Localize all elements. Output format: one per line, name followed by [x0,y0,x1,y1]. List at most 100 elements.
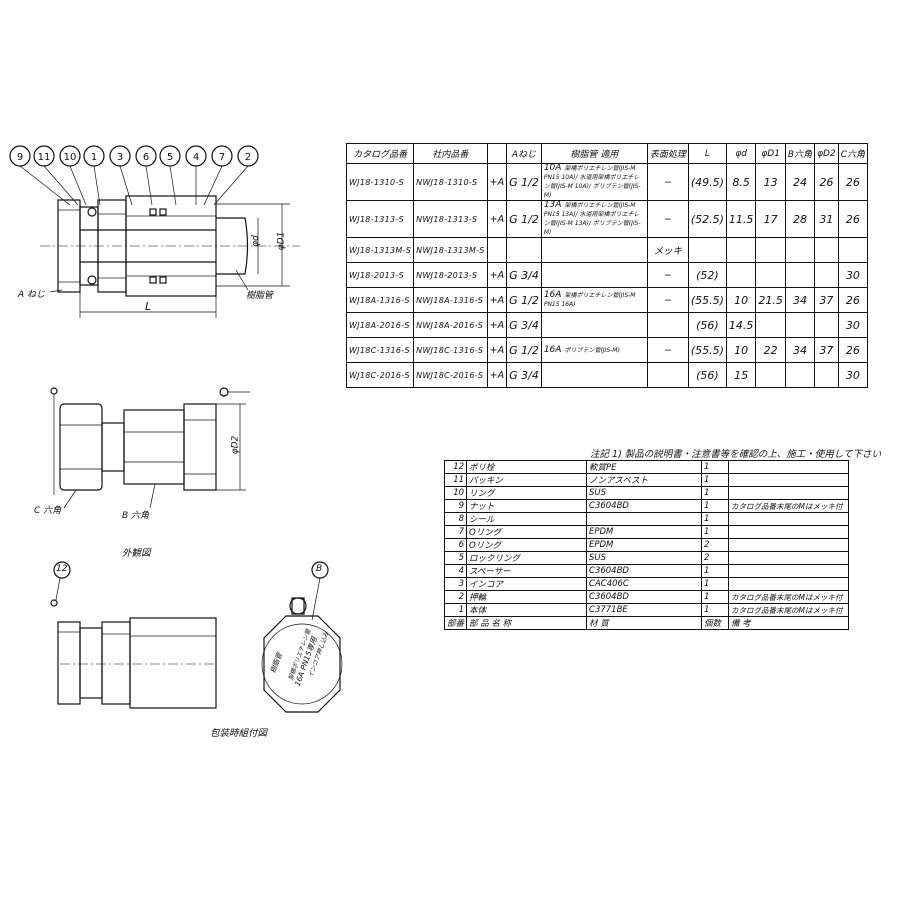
spec-cell-catalog: WJ18-1313-S [345,200,415,238]
parts-cell-name: リング [466,486,588,500]
b-hex-label: B 六角 [122,511,150,521]
spec-cell-D1: 21.5 [755,287,786,313]
spec-cell-suffix: +A [486,337,508,363]
spec-cell-catalog: WJ18C-1316-S [345,337,415,363]
parts-cell-name: パッキン [466,473,588,487]
spec-cell-catalog: WJ18-1310-S [345,163,415,201]
parts-cell-remark [728,564,849,578]
a-thread-label: A ねじ [18,290,46,300]
spec-cell-D1 [755,362,786,388]
spec-cell-surface: − [646,262,689,288]
external-view-title: 外観図 [122,548,151,559]
spec-cell-internal: NWJ18C-1316-S [413,337,488,363]
balloon-leader [69,165,87,206]
spec-cell-catalog: WJ18A-1316-S [345,287,415,313]
spec-cell-catalog: WJ18A-2016-S [345,312,415,338]
balloon-number: 9 [17,152,23,163]
spec-header-cell [486,143,508,164]
parts-cell-no: 4 [443,564,468,578]
parts-cell-qty: 2 [701,551,730,565]
spec-cell-D1 [755,262,786,288]
parts-cell-qty: 1 [701,564,730,578]
spec-cell-L: (52.5) [687,200,727,238]
parts-cell-name: ポリ栓 [466,460,588,474]
spec-cell-suffix [486,237,508,263]
parts-cell-remark: カタログ品番末尾のMはメッキ付 [728,499,849,513]
parts-cell-qty: 2 [701,538,730,552]
parts-header-cell: 個数 [701,616,730,630]
balloon-number: 2 [245,152,251,163]
balloon-leader [93,165,101,206]
balloon-number: 10 [64,152,77,163]
parts-cell-qty: 1 [701,577,730,591]
spec-header-cell: φD1 [755,143,786,164]
spec-cell-L: (55.5) [687,287,727,313]
balloon-leader [145,165,153,206]
parts-cell-remark [728,473,849,487]
parts-cell-no: 8 [443,512,468,526]
parts-cell-material: C3604BD [586,564,703,578]
spec-cell-L: (56) [687,312,727,338]
balloon-leader [169,165,177,206]
balloon-number: 4 [193,152,199,163]
spec-cell-C: 26 [837,200,869,238]
spec-cell-thread: G 1/2 [506,200,542,238]
spec-cell-suffix: +A [486,362,508,388]
spec-cell-internal: NWJ18A-2016-S [413,312,488,338]
spec-cell-size: 10A [543,163,562,173]
c-hex-label: C 六角 [34,506,62,516]
parts-cell-no: 7 [443,525,468,539]
spec-cell-L: (49.5) [687,163,727,201]
spec-cell-surface: メッキ [646,237,689,263]
spec-cell-suffix: +A [486,312,508,338]
spec-cell-catalog: WJ18-2013-S [345,262,415,288]
spec-cell-D1: 13 [755,163,786,201]
spec-cell-resin-text: 架橋ポリエチレン管(JIS-M PN15 10A)/ 水道用架橋ポリエチレン管(… [543,165,641,199]
spec-cell-thread: G 1/2 [506,287,542,313]
parts-cell-remark [728,486,849,500]
parts-cell-qty: 1 [701,499,730,513]
spec-cell-resin-text: ポリブテン管(JIS-M) [564,346,620,354]
parts-cell-no: 11 [443,473,468,487]
parts-cell-name: シール [466,512,588,526]
parts-cell-remark [728,577,849,591]
parts-cell-remark [728,551,849,565]
parts-cell-qty: 1 [701,512,730,526]
parts-cell-material: C3771BE [586,603,703,617]
spec-cell-L: (55.5) [687,337,727,363]
balloon-leader [203,165,223,206]
spec-cell-d: 10 [725,337,757,363]
spec-cell-C [837,237,869,263]
parts-cell-no: 10 [443,486,468,500]
spec-cell-suffix: +A [486,200,508,238]
spec-header-cell: 樹脂管 適用 [540,143,648,164]
parts-cell-no: 1 [443,603,468,617]
parts-cell-remark [728,525,849,539]
balloon-number: 5 [167,152,173,163]
parts-cell-remark: カタログ品番末尾のMはメッキ付 [728,590,849,604]
parts-header-cell: 部 品 名 称 [466,616,588,630]
spec-cell-internal: NWJ18-1313M-S [413,237,488,263]
spec-cell-C: 26 [837,287,869,313]
spec-cell-C: 30 [837,312,869,338]
spec-cell-D1 [755,237,786,263]
balloon-number: 7 [219,152,225,163]
parts-table-header: 部番部 品 名 称材 質個数備 考 [443,616,849,630]
spec-cell-D1 [755,312,786,338]
spec-cell-B [784,362,816,388]
spec-cell-resin-text: 架橋ポリエチレン管(JIS-M PN15 13A)/ 水道用架橋ポリエチレン管(… [543,202,641,236]
spec-cell-internal: NWJ18-1313-S [413,200,488,238]
parts-cell-no: 5 [443,551,468,565]
